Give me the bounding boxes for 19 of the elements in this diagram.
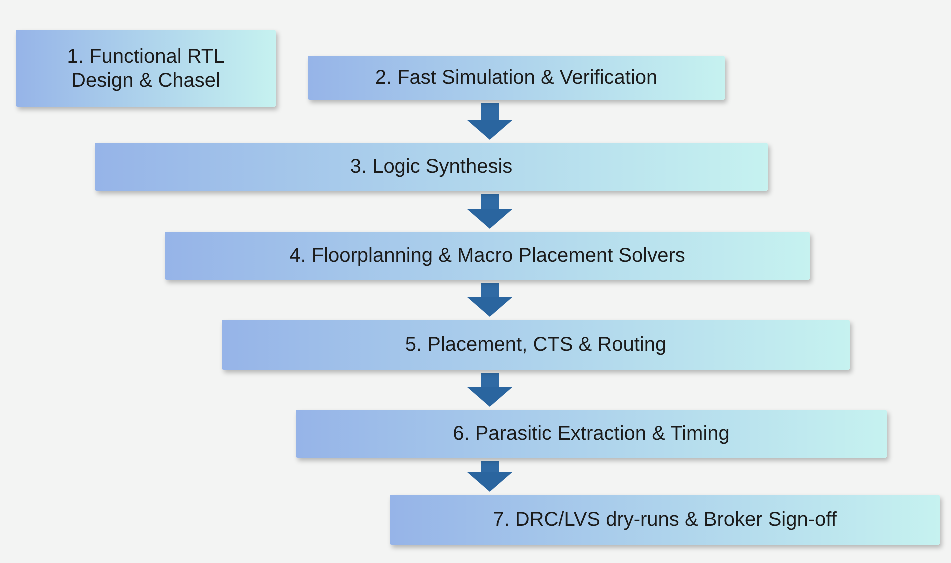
down-arrow bbox=[467, 283, 513, 317]
down-arrow bbox=[467, 461, 513, 492]
down-arrow bbox=[467, 103, 513, 140]
down-arrow bbox=[467, 373, 513, 407]
step-label: 5. Placement, CTS & Routing bbox=[405, 333, 667, 357]
process-box bbox=[95, 143, 768, 191]
process-box bbox=[390, 495, 940, 545]
process-box bbox=[308, 56, 725, 100]
process-box bbox=[222, 320, 850, 370]
step-label: 3. Logic Synthesis bbox=[350, 155, 513, 179]
process-box bbox=[165, 232, 810, 280]
step-label: 4. Floorplanning & Macro Placement Solvers bbox=[290, 244, 686, 268]
process-box bbox=[16, 30, 276, 107]
down-arrow bbox=[467, 194, 513, 229]
process-box bbox=[296, 410, 887, 458]
step-label: 6. Parasitic Extraction & Timing bbox=[453, 422, 730, 446]
step-label: 7. DRC/LVS dry-runs & Broker Sign-off bbox=[493, 508, 837, 532]
step-label: 1. Functional RTL Design & Chasel bbox=[66, 44, 226, 92]
step-label: 2. Fast Simulation & Verification bbox=[375, 66, 658, 90]
